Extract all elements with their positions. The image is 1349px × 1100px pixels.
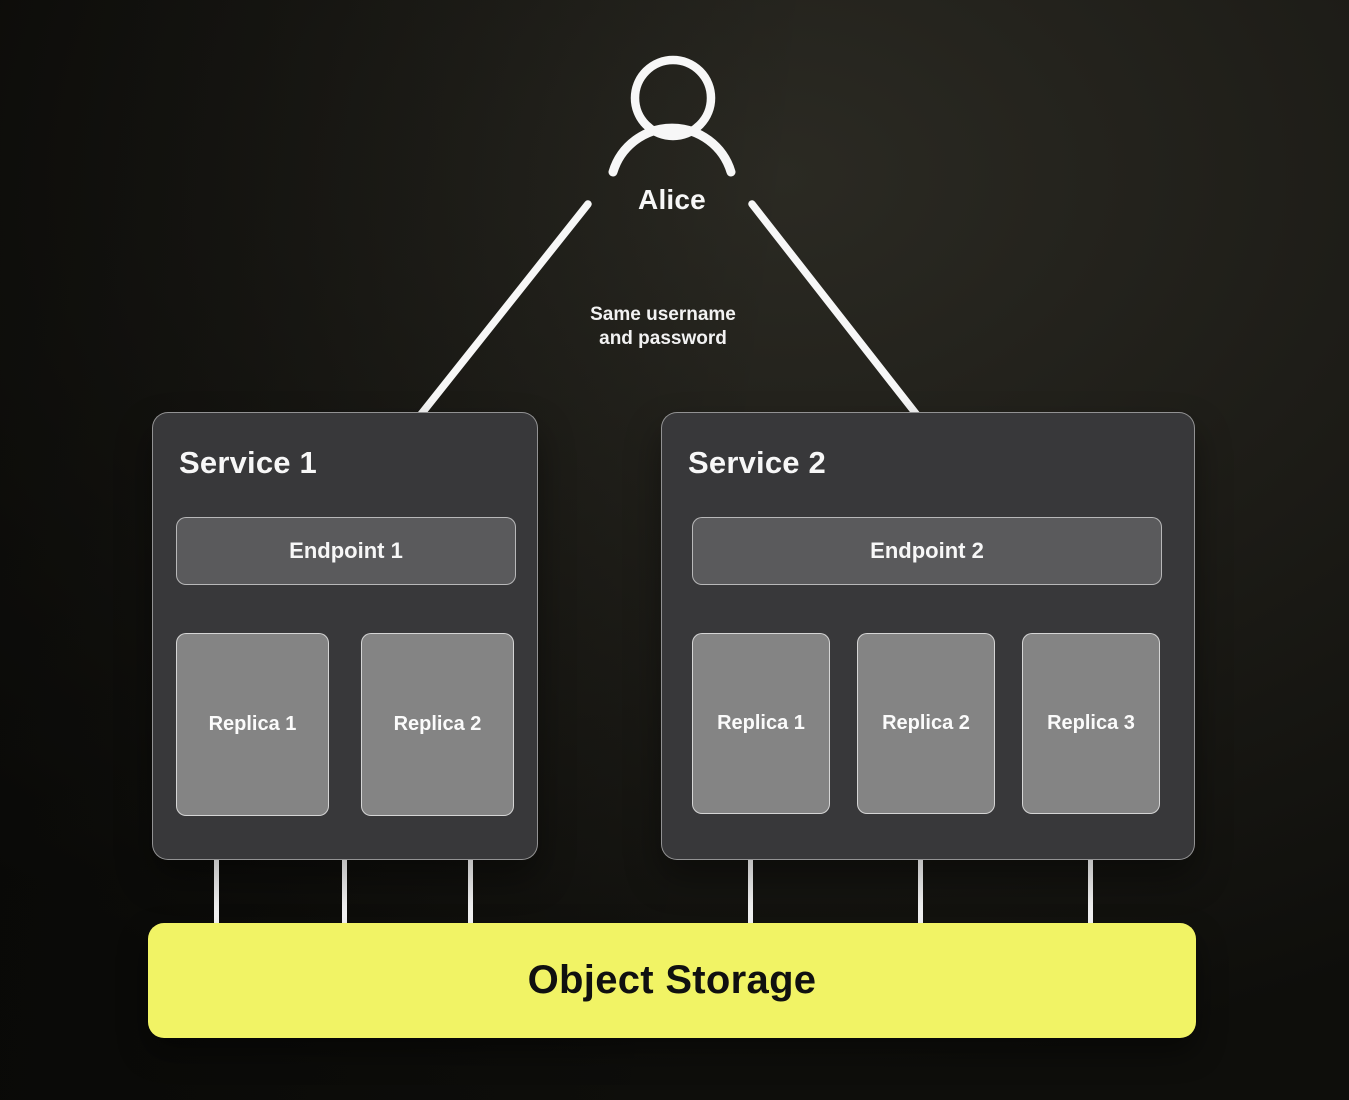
service-2-box: Service 2 Endpoint 2 Replica 1 Replica 2…	[661, 412, 1195, 860]
user-icon-head	[630, 55, 716, 141]
credentials-note-line1: Same username	[590, 304, 736, 325]
service-1-title: Service 1	[179, 445, 317, 480]
user-name-label: Alice	[638, 184, 706, 215]
user-icon-shoulders	[608, 123, 736, 177]
service-1-replica-row: Replica 1 Replica 2	[176, 633, 514, 816]
service-1-endpoint: Endpoint 1	[176, 517, 516, 585]
connector-line	[468, 860, 473, 923]
object-storage-label: Object Storage	[527, 958, 817, 1002]
connector-line	[748, 860, 753, 923]
service-1-replica-2: Replica 2	[361, 633, 514, 816]
connector-line	[342, 860, 347, 923]
object-storage-bar: Object Storage	[148, 923, 1196, 1038]
service-1-replica-1: Replica 1	[176, 633, 329, 816]
service-1-box: Service 1 Endpoint 1 Replica 1 Replica 2	[152, 412, 538, 860]
connector-line	[1088, 860, 1093, 923]
service-2-replica-row: Replica 1 Replica 2 Replica 3	[692, 633, 1160, 814]
service-2-endpoint: Endpoint 2	[692, 517, 1162, 585]
credentials-note: Same username and password	[513, 303, 813, 351]
connector-line	[918, 860, 923, 923]
connector-line	[214, 860, 219, 923]
service-2-replica-3: Replica 3	[1022, 633, 1160, 814]
user-icon	[608, 55, 736, 177]
service-2-title: Service 2	[688, 445, 826, 480]
service-2-replica-1: Replica 1	[692, 633, 830, 814]
service-2-replica-2: Replica 2	[857, 633, 995, 814]
credentials-note-line2: and password	[599, 328, 727, 349]
